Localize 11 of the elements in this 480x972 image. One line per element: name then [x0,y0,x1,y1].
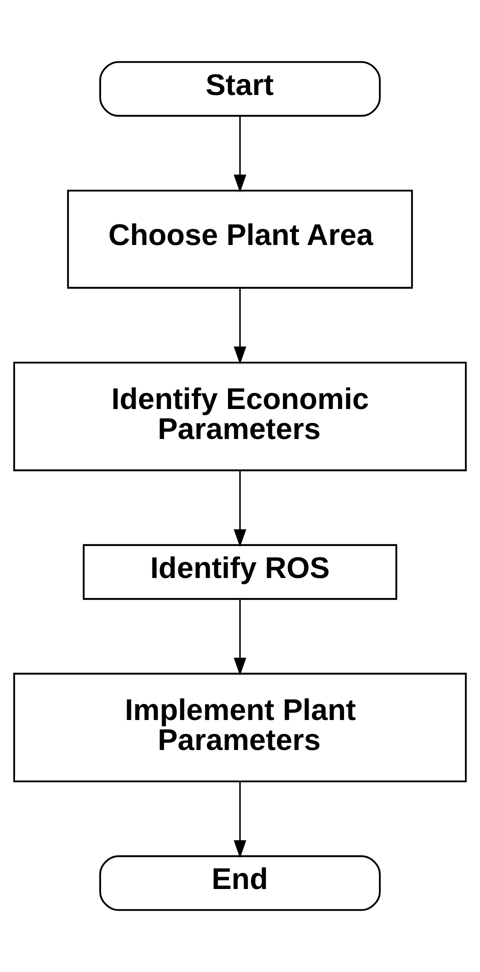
arrow [234,116,246,193]
arrow [234,470,246,548]
node-box: End [99,855,381,911]
node-box: Implement Plant Parameters [13,672,467,782]
arrow [234,782,246,858]
node-box: Identify Economic Parameters [13,362,467,472]
node-box: Identify ROS [82,544,398,600]
arrow [234,599,246,676]
arrow [234,288,246,364]
node-box: Choose Plant Area [67,190,413,289]
node-box: Start [99,61,381,117]
